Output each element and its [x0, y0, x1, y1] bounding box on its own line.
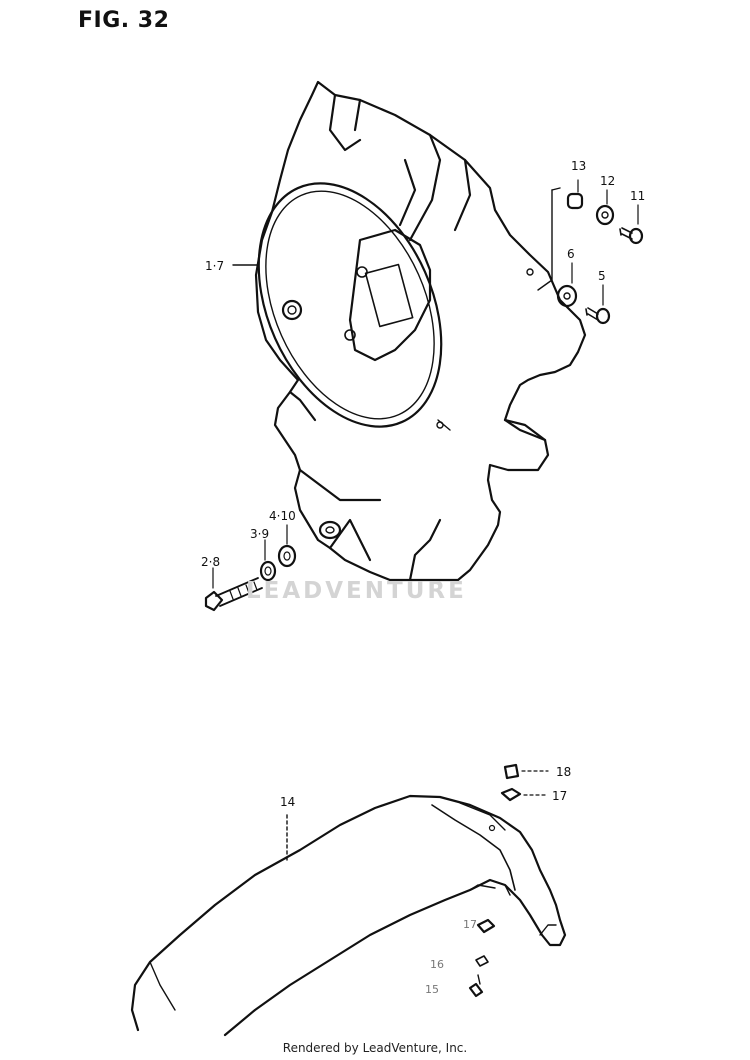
screw [619, 204, 644, 245]
housing-outline [254, 80, 587, 582]
bolt [468, 955, 489, 998]
callout-18: 18 [556, 765, 571, 779]
washer [556, 262, 578, 308]
callout-16: 16 [430, 958, 444, 971]
fender-outline [130, 794, 567, 1037]
callout-11: 11 [630, 189, 645, 203]
callout-4-10: 4·10 [269, 509, 296, 523]
callout-15: 15 [425, 983, 439, 996]
bolt [204, 567, 263, 612]
nut [503, 763, 549, 780]
callout-1-7: 1·7 [205, 259, 224, 273]
callout-17-lower: 17 [463, 918, 477, 931]
inner-bracket [348, 228, 432, 362]
boss-hole [281, 299, 303, 321]
washer [595, 189, 615, 226]
lens-opening [257, 182, 443, 428]
footer-credit: Rendered by LeadVenture, Inc. [282, 1041, 468, 1055]
callout-3-9: 3·9 [250, 527, 269, 541]
headlight-housing [232, 80, 587, 582]
watermark-text: LEADVENTURE [246, 578, 467, 604]
callout-12: 12 [600, 174, 615, 188]
spacer [566, 179, 584, 210]
screw [585, 284, 611, 325]
mount-hole [318, 520, 342, 540]
callout-14: 14 [280, 795, 295, 809]
lock-washer [259, 539, 277, 582]
clip-nut [500, 787, 549, 802]
front-fender [130, 794, 567, 1037]
callout-2-8: 2·8 [201, 555, 220, 569]
callout-13: 13 [571, 159, 586, 173]
callout-5: 5 [598, 269, 606, 283]
flat-washer [277, 524, 297, 568]
hardware-lower-left [204, 524, 297, 612]
callout-17: 17 [552, 789, 567, 803]
figure-title: FIG. 32 [78, 8, 170, 33]
hardware-upper [537, 179, 644, 325]
lens-opening-inner [265, 190, 435, 420]
clip-nut [476, 918, 496, 934]
callout-6: 6 [567, 247, 575, 261]
